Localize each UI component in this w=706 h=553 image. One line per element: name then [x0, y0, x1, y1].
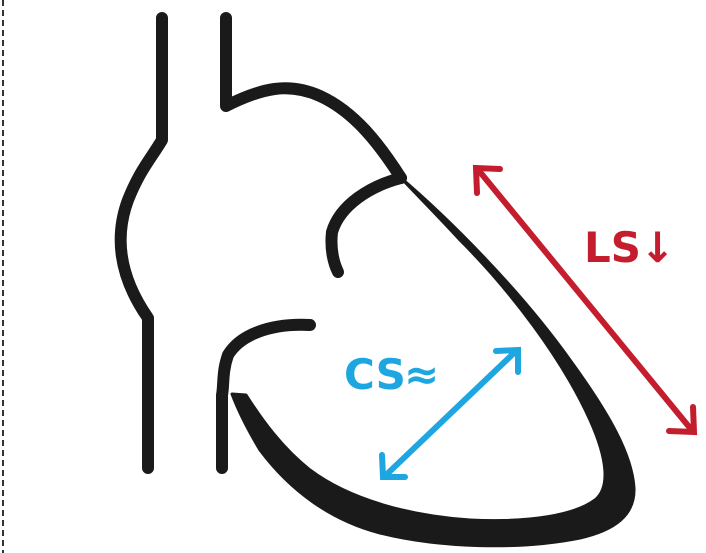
ls-label: LS — [584, 223, 641, 272]
upper-valve-curve — [331, 178, 401, 272]
aorta-atrium-outline — [226, 18, 401, 178]
cs-label: CS — [344, 350, 406, 399]
ls-decrease-icon: ↓ — [640, 223, 675, 272]
cs-approx-icon: ≈ — [404, 350, 439, 399]
vena-cava-outline — [121, 18, 162, 468]
